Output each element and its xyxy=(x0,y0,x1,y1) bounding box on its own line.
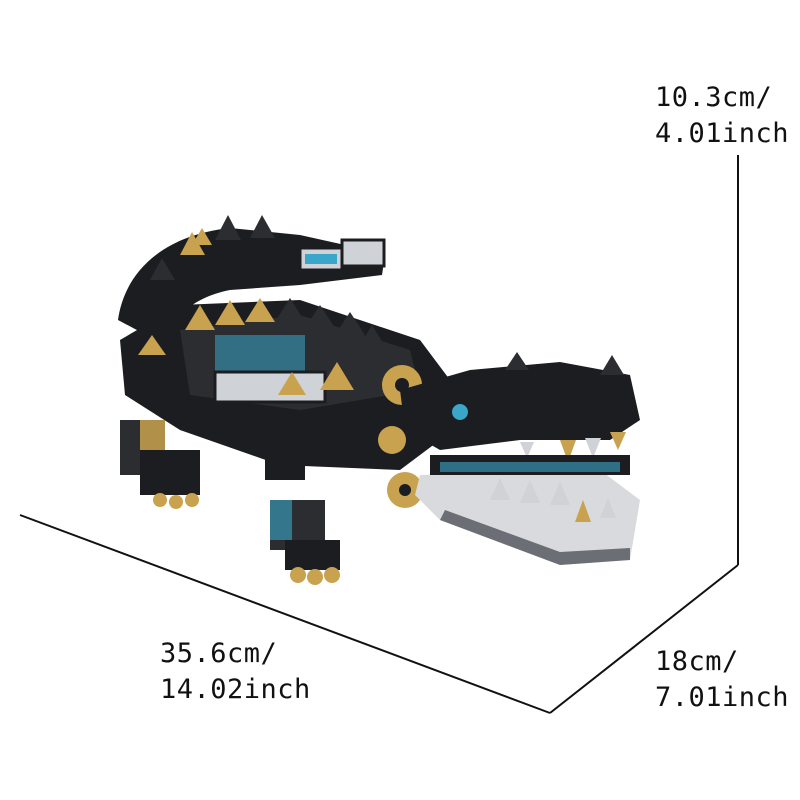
depth-dimension-line xyxy=(549,564,739,714)
length-dimension-line xyxy=(19,514,551,714)
height-metric: 10.3cm/ xyxy=(655,82,773,113)
length-imperial: 14.02inch xyxy=(160,674,311,705)
head xyxy=(400,362,640,450)
depth-metric: 18cm/ xyxy=(655,646,739,677)
length-label: 35.6cm/ 14.02inch xyxy=(160,636,311,708)
height-label: 10.3cm/ 4.01inch xyxy=(655,80,789,152)
length-metric: 35.6cm/ xyxy=(160,638,278,669)
lower-jaw xyxy=(415,470,640,565)
depth-imperial: 7.01inch xyxy=(655,682,790,713)
depth-label: 18cm/ 7.01inch xyxy=(655,644,789,716)
height-imperial: 4.01inch xyxy=(655,118,790,149)
